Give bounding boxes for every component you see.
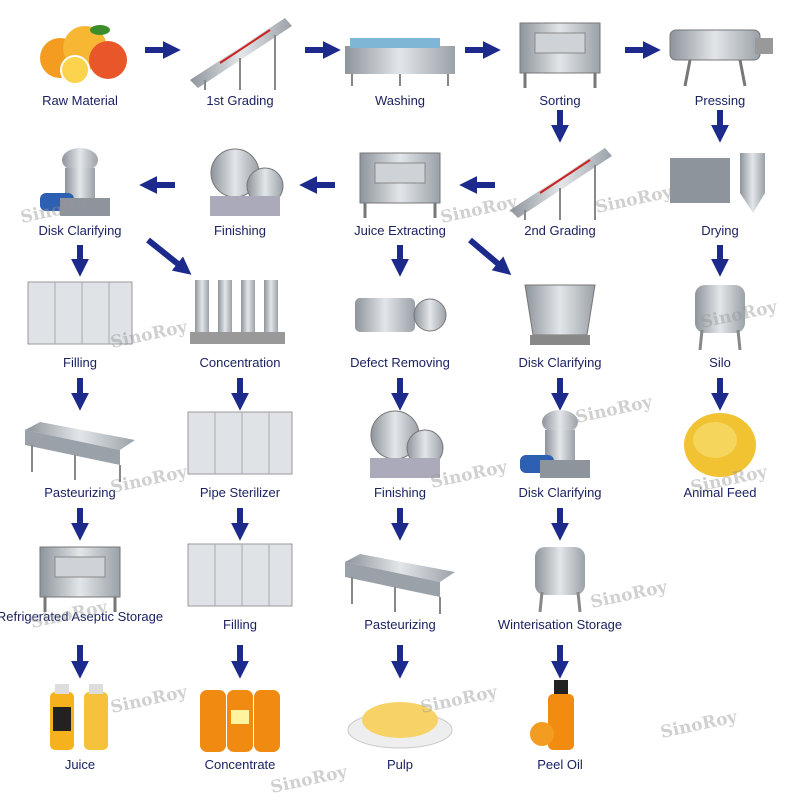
step-label: Pasteurizing [44, 485, 116, 500]
separator-image [520, 410, 590, 478]
step-label: Silo [709, 355, 731, 370]
step-label: Animal Feed [683, 485, 757, 500]
conveyor-image [190, 18, 292, 90]
step-washing: Washing [325, 8, 475, 118]
step-pressing: Pressing [645, 8, 795, 118]
evaporator-image [190, 280, 285, 344]
filler-image [187, 543, 293, 607]
step-label: 2nd Grading [524, 223, 596, 238]
step-pulp: Pulp [325, 672, 475, 782]
tunnel-image [25, 422, 135, 482]
step-label: Peel Oil [537, 757, 583, 772]
spray-image [530, 680, 574, 750]
step-label: Concentration [199, 355, 281, 370]
machine-image [359, 152, 441, 218]
step-label: Juice [64, 757, 96, 772]
step-finishing1: Finishing [165, 138, 315, 248]
step-disk-clarifying2: Disk Clarifying [485, 270, 635, 380]
step-silo: Silo [645, 270, 795, 380]
step-filling2: Filling [165, 532, 315, 642]
step-label: Drying [701, 223, 739, 238]
step-label: Winterisation Storage [497, 617, 623, 632]
step-label: Finishing [213, 223, 267, 238]
step-label: Pasteurizing [364, 617, 436, 632]
step-label: Pressing [694, 93, 746, 108]
step-juice: Juice [5, 672, 155, 782]
step-concentration: Concentration [165, 270, 315, 380]
step-label: Raw Material [42, 93, 118, 108]
step-sorting: Sorting [485, 8, 635, 118]
step-label: Juice Extracting [354, 223, 446, 238]
pulp-image [347, 702, 453, 749]
step-refrigerated-storage: Refrigerated Aseptic Storage [0, 532, 163, 642]
step-pasteurizing2: Pasteurizing [325, 532, 475, 642]
step-pasteurizing1: Pasteurizing [5, 400, 155, 510]
step-label: 1st Grading [206, 93, 274, 108]
step-label: Finishing [373, 485, 427, 500]
step-animal-feed: Animal Feed [645, 400, 795, 510]
feed-image [684, 413, 756, 477]
washer-image [345, 38, 455, 86]
step-drying: Drying [645, 138, 795, 248]
step-filling1: Filling [5, 270, 155, 380]
machine-image [519, 22, 601, 88]
conveyor-image [510, 148, 612, 220]
step-label: Concentrate [204, 757, 276, 772]
step-defect-removing: Defect Removing [325, 270, 475, 380]
dryer-image [670, 153, 765, 213]
finisher-image [370, 410, 444, 478]
bottles2-image [200, 690, 280, 752]
step-label: Defect Removing [350, 355, 450, 370]
step-label: Washing [374, 93, 426, 108]
machine-image [39, 546, 121, 612]
flow-arrow [468, 237, 512, 275]
step-disk-clarifying1: Disk Clarifying [5, 138, 155, 248]
centrifuge-image [524, 284, 596, 345]
step-pipe-sterilizer: Pipe Sterilizer [165, 400, 315, 510]
step-label: Refrigerated Aseptic Storage [0, 609, 164, 624]
separator-image [40, 148, 110, 216]
finisher-image [210, 148, 284, 216]
step-juice-extracting: Juice Extracting [325, 138, 475, 248]
step-label: Filling [223, 617, 257, 632]
step-label: Filling [63, 355, 97, 370]
tank-image [695, 285, 745, 351]
bottles-image [50, 684, 108, 750]
fruit-image [40, 25, 127, 85]
step-winterisation-storage: Winterisation Storage [485, 532, 635, 642]
step-grading1: 1st Grading [165, 8, 315, 118]
step-label: Pulp [386, 757, 414, 772]
step-label: Pipe Sterilizer [199, 485, 281, 500]
filler-image [187, 411, 293, 475]
step-label: Disk Clarifying [518, 355, 602, 370]
press-image [669, 29, 773, 87]
flow-arrow [146, 237, 192, 275]
tank-image [535, 547, 585, 613]
step-raw-material: Raw Material [5, 8, 155, 118]
step-grading2: 2nd Grading [485, 138, 635, 248]
step-disk-clarifying3: Disk Clarifying [485, 400, 635, 510]
step-label: Sorting [539, 93, 581, 108]
step-finishing2: Finishing [325, 400, 475, 510]
pump-image [355, 298, 447, 332]
tunnel-image [345, 554, 455, 614]
filler-image [27, 281, 133, 345]
step-label: Disk Clarifying [38, 223, 122, 238]
step-label: Disk Clarifying [518, 485, 602, 500]
step-concentrate: Concentrate [165, 672, 315, 782]
step-peel-oil: Peel Oil [485, 672, 635, 782]
